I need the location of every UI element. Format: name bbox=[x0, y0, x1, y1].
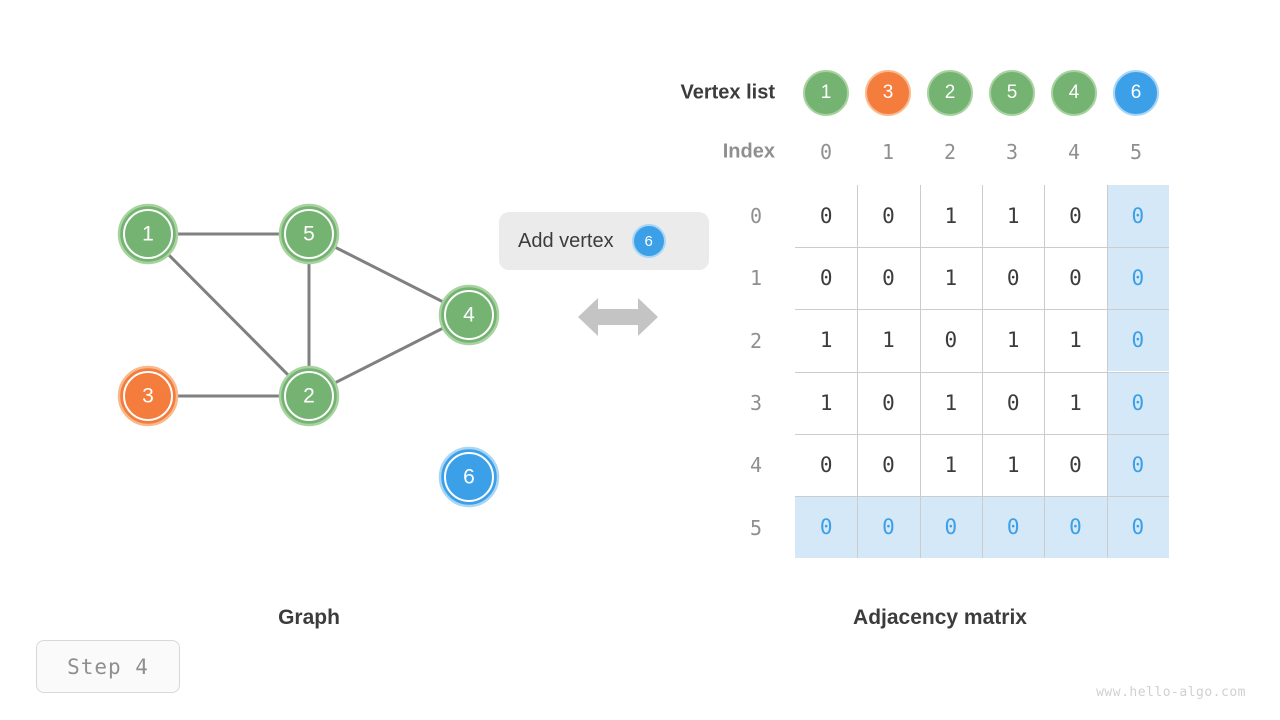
index-value: 3 bbox=[1005, 140, 1019, 164]
matrix-cell[interactable]: 0 bbox=[882, 452, 895, 477]
vertex-list-item[interactable]: 1 bbox=[803, 70, 849, 116]
matrix-gridline-horizontal bbox=[795, 433, 1169, 435]
matrix-row-label: 5 bbox=[749, 516, 763, 540]
matrix-cell[interactable]: 0 bbox=[1106, 185, 1169, 248]
matrix-cell[interactable]: 0 bbox=[944, 328, 958, 353]
matrix-cell[interactable]: 1 bbox=[944, 204, 958, 229]
graph-edge bbox=[146, 232, 311, 398]
matrix-gridline-horizontal bbox=[795, 309, 1169, 311]
graph-node-inner-ring bbox=[444, 290, 494, 340]
matrix-cell[interactable]: 0 bbox=[1106, 309, 1169, 372]
matrix-cell[interactable]: 1 bbox=[819, 328, 833, 353]
graph-edges-svg bbox=[117, 203, 500, 508]
matrix-cell[interactable]: 0 bbox=[1006, 266, 1020, 291]
matrix-row-label: 2 bbox=[749, 329, 763, 353]
step-badge: Step 4 bbox=[36, 640, 180, 693]
matrix-cell[interactable]: 0 bbox=[882, 390, 895, 415]
matrix-cell[interactable]: 0 bbox=[882, 266, 895, 291]
add-vertex-chip[interactable]: Add vertex 6 bbox=[499, 212, 709, 270]
vertex-list-item[interactable]: 2 bbox=[927, 70, 973, 116]
matrix-caption: Adjacency matrix bbox=[853, 606, 1027, 629]
index-row-label: Index bbox=[722, 140, 775, 163]
matrix-cell[interactable]: 0 bbox=[882, 204, 895, 229]
matrix-cell[interactable]: 1 bbox=[1069, 328, 1082, 353]
vertex-list-item[interactable]: 6 bbox=[1113, 70, 1159, 116]
double-arrow-icon bbox=[578, 296, 658, 338]
vertex-list-item[interactable]: 3 bbox=[865, 70, 911, 116]
matrix-cell[interactable]: 0 bbox=[1106, 371, 1169, 434]
add-vertex-label: Add vertex bbox=[518, 229, 614, 252]
graph-node-inner-ring bbox=[123, 371, 173, 421]
matrix-cell[interactable]: 0 bbox=[857, 495, 920, 558]
matrix-cell[interactable]: 1 bbox=[819, 390, 833, 415]
index-value: 4 bbox=[1067, 140, 1081, 164]
matrix-row-label: 0 bbox=[749, 204, 763, 228]
matrix-cell[interactable]: 0 bbox=[1006, 390, 1020, 415]
matrix-cell[interactable]: 1 bbox=[1069, 390, 1082, 415]
matrix-cell[interactable]: 1 bbox=[882, 328, 895, 353]
matrix-cell[interactable]: 0 bbox=[1069, 266, 1082, 291]
graph-caption: Graph bbox=[278, 606, 340, 629]
graph-node-inner-ring bbox=[123, 209, 173, 259]
vertex-list-item[interactable]: 4 bbox=[1051, 70, 1097, 116]
graph-node-inner-ring bbox=[284, 209, 334, 259]
matrix-cell[interactable]: 0 bbox=[819, 452, 833, 477]
index-value: 5 bbox=[1129, 140, 1143, 164]
vertex-list-item[interactable]: 5 bbox=[989, 70, 1035, 116]
matrix-cell[interactable]: 0 bbox=[819, 204, 833, 229]
matrix-cell[interactable]: 0 bbox=[919, 495, 982, 558]
matrix-cell[interactable]: 0 bbox=[1069, 452, 1082, 477]
add-vertex-value-circle: 6 bbox=[631, 224, 666, 258]
matrix-cell[interactable]: 1 bbox=[1006, 204, 1020, 229]
matrix-cell[interactable]: 0 bbox=[1106, 495, 1169, 558]
index-value: 1 bbox=[881, 140, 895, 164]
watermark: www.hello-algo.com bbox=[1096, 685, 1246, 700]
matrix-cell[interactable]: 0 bbox=[981, 495, 1045, 558]
matrix-cell[interactable]: 0 bbox=[1106, 247, 1169, 310]
matrix-cell[interactable]: 0 bbox=[1044, 495, 1107, 558]
matrix-row-label: 3 bbox=[749, 391, 763, 415]
matrix-row-label: 1 bbox=[749, 266, 763, 290]
matrix-gridline-horizontal bbox=[795, 247, 1169, 249]
vertex-list-label: Vertex list bbox=[680, 81, 775, 104]
matrix-cell[interactable]: 0 bbox=[1106, 433, 1169, 496]
index-value: 0 bbox=[819, 140, 833, 164]
matrix-cell[interactable]: 1 bbox=[944, 390, 958, 415]
matrix-cell[interactable]: 0 bbox=[819, 266, 833, 291]
matrix-row-label: 4 bbox=[749, 453, 763, 477]
matrix-cell[interactable]: 0 bbox=[1069, 204, 1082, 229]
matrix-gridline-horizontal bbox=[795, 371, 1169, 373]
matrix-cell[interactable]: 1 bbox=[1006, 328, 1020, 353]
graph-node-inner-ring bbox=[444, 452, 494, 502]
index-value: 2 bbox=[943, 140, 957, 164]
matrix-cell[interactable]: 0 bbox=[795, 495, 858, 558]
matrix-gridline-horizontal bbox=[795, 495, 1169, 497]
matrix-cell[interactable]: 1 bbox=[944, 452, 958, 477]
graph-node-inner-ring bbox=[284, 371, 334, 421]
matrix-cell[interactable]: 1 bbox=[944, 266, 958, 291]
matrix-cell[interactable]: 1 bbox=[1006, 452, 1020, 477]
